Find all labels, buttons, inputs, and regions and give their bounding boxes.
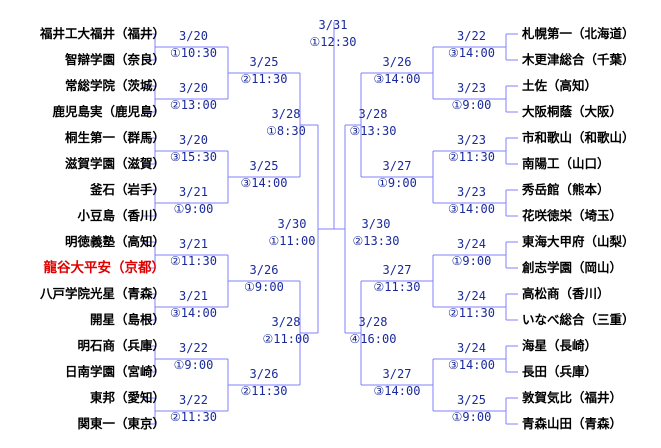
team-name: 開星（島根） <box>89 312 165 327</box>
match-date: 3/22 <box>179 393 208 407</box>
match-date: 3/28 <box>358 315 388 329</box>
team-name: 土佐（高知） <box>522 78 598 93</box>
match-time: ②13:00 <box>170 98 217 112</box>
match-time: ①9:00 <box>377 176 417 190</box>
team-name: 鹿児島実（鹿児島） <box>52 104 165 119</box>
team-name: 青森山田（青森） <box>522 416 623 431</box>
match-date: 3/24 <box>457 341 486 355</box>
match-date: 3/20 <box>179 29 208 43</box>
match-date: 3/28 <box>358 107 388 121</box>
match-time: ②11:30 <box>240 384 288 398</box>
team-name: 長田（兵庫） <box>522 364 598 379</box>
match-date: 3/25 <box>249 159 279 173</box>
match-date: 3/24 <box>457 289 486 303</box>
match-time: ③14:00 <box>448 358 495 372</box>
team-name: 東邦（愛知） <box>89 390 165 405</box>
team-name: 関東一（東京） <box>77 416 165 431</box>
match-date: 3/24 <box>457 237 486 251</box>
match-date: 3/21 <box>179 237 208 251</box>
match-time: ①9:00 <box>451 98 492 112</box>
team-name: 八戸学院光星（青森） <box>39 286 165 301</box>
team-name: 東海大甲府（山梨） <box>522 234 635 249</box>
match-date: 3/27 <box>382 159 412 173</box>
match-date: 3/30 <box>361 217 391 231</box>
match-date: 3/26 <box>249 263 279 277</box>
match-time: ②11:30 <box>448 150 495 164</box>
match-time: ③13:30 <box>349 124 397 138</box>
match-time: ③14:00 <box>373 72 421 86</box>
team-name: 明徳義塾（高知） <box>64 234 165 249</box>
match-time: ②11:30 <box>240 72 288 86</box>
match-time: ③14:00 <box>448 202 495 216</box>
match-date: 3/27 <box>382 367 412 381</box>
team-name: 釜石（岩手） <box>89 182 165 197</box>
match-time: ①9:00 <box>173 358 214 372</box>
match-date: 3/22 <box>179 341 208 355</box>
match-time: ①9:00 <box>451 254 492 268</box>
team-name: 市和歌山（和歌山） <box>522 130 635 145</box>
match-date: 3/20 <box>179 81 208 95</box>
match-time: ③15:30 <box>170 150 217 164</box>
match-date: 3/23 <box>457 133 486 147</box>
team-name: 桐生第一（群馬） <box>64 130 165 145</box>
team-name: 大阪桐蔭（大阪） <box>522 104 623 119</box>
match-date: 3/21 <box>179 289 208 303</box>
match-date: 3/27 <box>382 263 412 277</box>
match-time: ①8:30 <box>266 124 306 138</box>
team-name: 木更津総合（千葉） <box>522 52 635 67</box>
match-time: ②11:00 <box>262 332 310 346</box>
team-name: 札幌第一（北海道） <box>522 26 635 41</box>
match-time: ②13:30 <box>352 234 400 248</box>
match-date: 3/26 <box>249 367 279 381</box>
team-name: いなべ総合（三重） <box>522 312 635 327</box>
match-time: ②11:30 <box>170 254 217 268</box>
match-time: ①10:30 <box>170 46 217 60</box>
match-time: ①9:00 <box>173 202 214 216</box>
match-date: 3/31 <box>318 18 348 32</box>
match-date: 3/21 <box>179 185 208 199</box>
match-date: 3/28 <box>271 107 301 121</box>
match-date: 3/23 <box>457 185 486 199</box>
team-name: 明石商（兵庫） <box>77 338 165 353</box>
match-date: 3/28 <box>271 315 301 329</box>
team-name: 龍谷大平安（京都） <box>43 260 166 276</box>
match-date: 3/26 <box>382 55 412 69</box>
team-name: 花咲徳栄（埼玉） <box>522 208 623 223</box>
match-time: ②11:30 <box>170 410 217 424</box>
team-name: 海星（長崎） <box>522 338 598 353</box>
match-time: ④16:00 <box>349 332 397 346</box>
match-date: 3/25 <box>249 55 279 69</box>
match-time: ②11:30 <box>448 306 495 320</box>
match-date: 3/25 <box>457 393 486 407</box>
match-time: ①9:00 <box>244 280 284 294</box>
match-time: ③14:00 <box>373 384 421 398</box>
team-name: 滋賀学園（滋賀） <box>64 156 165 171</box>
match-time: ③14:00 <box>240 176 288 190</box>
match-date: 3/20 <box>179 133 208 147</box>
team-name: 福井工大福井（福井） <box>39 26 165 41</box>
team-name: 創志学園（岡山） <box>522 260 623 275</box>
team-name: 日南学園（宮崎） <box>64 364 165 379</box>
team-name: 常総学院（茨城） <box>64 78 165 93</box>
match-date: 3/23 <box>457 81 486 95</box>
team-name: 高松商（香川） <box>522 286 610 301</box>
match-time: ①11:00 <box>268 234 316 248</box>
match-date: 3/22 <box>457 29 486 43</box>
match-date: 3/30 <box>277 217 307 231</box>
team-name: 秀岳館（熊本） <box>522 182 610 197</box>
team-name: 敦賀気比（福井） <box>522 390 623 405</box>
team-name: 智辯学園（奈良） <box>64 52 165 67</box>
match-time: ②11:30 <box>373 280 421 294</box>
match-time: ③14:00 <box>448 46 495 60</box>
match-time: ③14:00 <box>170 306 217 320</box>
match-time: ①12:30 <box>309 35 357 49</box>
match-time: ①9:00 <box>451 410 492 424</box>
team-name: 小豆島（香川） <box>77 208 165 223</box>
team-name: 南陽工（山口） <box>522 156 610 171</box>
